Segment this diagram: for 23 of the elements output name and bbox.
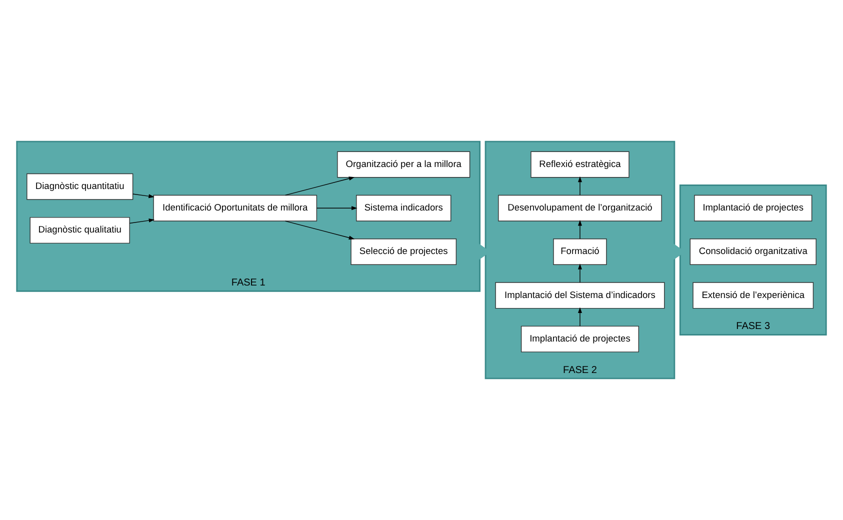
arrow [132, 194, 154, 198]
arrow [578, 264, 582, 283]
arrow [284, 176, 355, 196]
node-box: Reflexió estratègica [530, 151, 630, 178]
node-box: Implantació de projectes [520, 326, 639, 352]
node-box: Implantació del Sistema d’indicadors [495, 282, 665, 309]
node-box: Desenvolupament de l’organització [498, 194, 662, 222]
arrow [578, 307, 582, 326]
arrow [284, 220, 355, 240]
node-box: Identificació Oportunitats de millora [153, 194, 318, 222]
node-box: Extensió de l’experiènica [692, 282, 814, 309]
node-box: Organització per a la millora [337, 151, 470, 178]
arrow [129, 218, 155, 224]
node-box: Sistema indicadors [356, 194, 452, 222]
arrow [316, 206, 358, 210]
node-box: Consolidació organitzativa [690, 238, 816, 265]
arrow [578, 220, 582, 240]
arrow [578, 176, 582, 196]
node-box: Implantació de projectes [694, 194, 812, 222]
node-box: Diagnòstic quantitatiu [26, 173, 134, 200]
node-box: Selecció de projectes [350, 238, 457, 265]
node-box: Formació [553, 238, 607, 265]
node-box: Diagnòstic qualitatiu [30, 217, 130, 244]
